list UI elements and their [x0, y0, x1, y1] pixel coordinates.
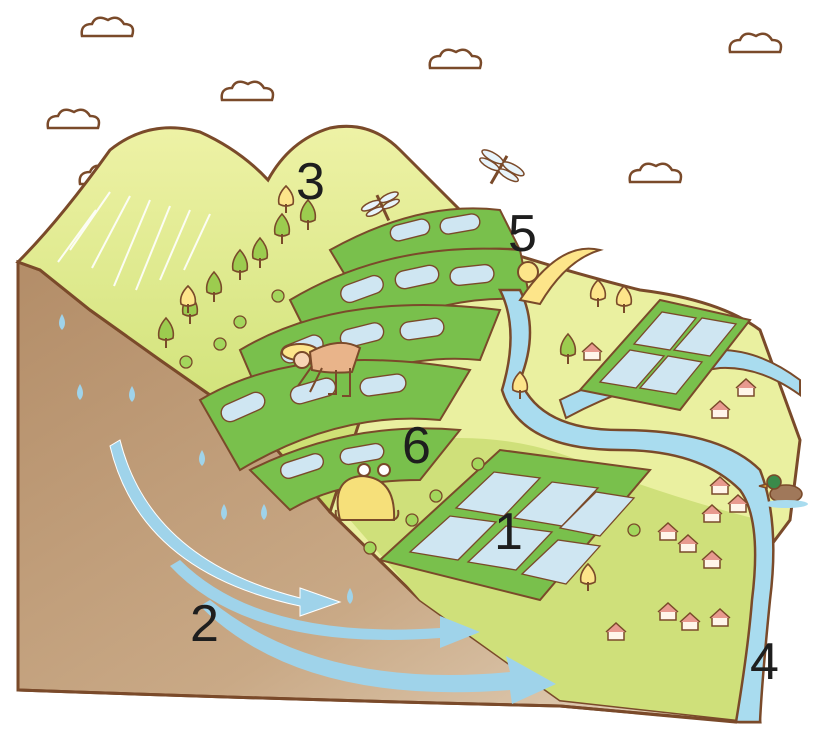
label-4: 4: [750, 636, 779, 688]
label-1: 1: [494, 506, 523, 558]
label-2: 2: [190, 598, 219, 650]
label-6: 6: [402, 420, 431, 472]
label-5: 5: [508, 208, 537, 260]
label-3: 3: [296, 156, 325, 208]
